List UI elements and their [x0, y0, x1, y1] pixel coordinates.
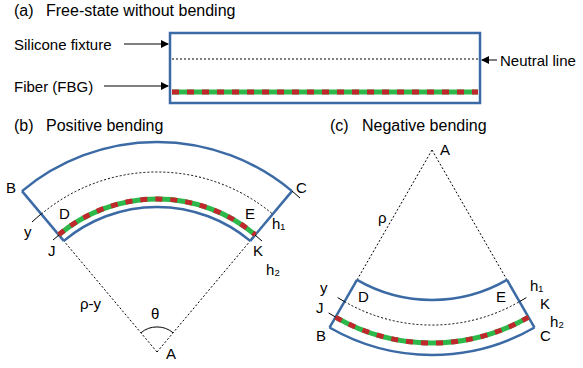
leader-arrow: [124, 44, 168, 45]
dimension-label: h₂: [266, 262, 280, 277]
part-label: Silicone fixture: [14, 37, 112, 52]
point-label: A: [440, 142, 450, 157]
point-label: D: [358, 289, 369, 304]
dimension-tick: [53, 235, 59, 240]
dimension-label: y: [320, 280, 328, 295]
point-label: B: [6, 180, 16, 195]
fbg-grating: [172, 90, 478, 95]
part-label: Fiber (FBG): [14, 79, 93, 94]
point-label: J: [48, 243, 56, 258]
angle-arc: [141, 327, 173, 333]
part-label: Neutral line: [500, 53, 576, 68]
fiber: [172, 90, 478, 95]
dimension-label: h₁: [272, 216, 285, 231]
dimension-tick: [329, 313, 336, 317]
dimension-tick: [520, 298, 527, 302]
leader-arrow: [482, 60, 497, 61]
panel-title: Positive bending: [46, 118, 163, 134]
angle-label: θ: [151, 306, 159, 321]
dimension-label: ρ: [378, 210, 387, 225]
dimension-label: h₂: [550, 314, 564, 329]
dimension-label: y: [24, 224, 32, 239]
point-label: K: [540, 296, 550, 311]
neutral-line: [41, 172, 272, 214]
fiber: [336, 317, 529, 343]
point-label: E: [496, 289, 506, 304]
panel-tag: (b): [14, 118, 34, 134]
dimension-tick: [255, 235, 262, 241]
fixture-inner-edge: [357, 280, 507, 300]
panel-title: Free-state without bending: [46, 3, 235, 19]
dimension-label: ρ-y: [80, 296, 101, 311]
radius-line: [357, 150, 432, 280]
fiber: [59, 199, 256, 235]
point-label: C: [540, 328, 551, 343]
neutral-line: [172, 59, 478, 60]
panel-title: Negative bending: [362, 118, 487, 134]
fbg-grating: [336, 317, 529, 343]
silicone-fixture: [170, 33, 480, 103]
leader-arrow: [104, 86, 168, 87]
radius-line: [157, 241, 250, 352]
panel-tag: (a): [14, 3, 34, 19]
point-label: A: [166, 346, 176, 361]
point-label: D: [59, 206, 70, 221]
point-label: J: [316, 300, 324, 315]
radius-line: [432, 150, 507, 280]
dimension-tick: [32, 214, 41, 222]
point-label: B: [316, 328, 326, 343]
fbg-grating: [59, 199, 256, 235]
fixture-outer-edge: [22, 142, 292, 191]
fixture-side: [22, 191, 64, 241]
fixture-side: [250, 191, 292, 241]
point-label: E: [245, 206, 255, 221]
radius-line: [64, 241, 157, 352]
neutral-line: [345, 302, 520, 325]
dimension-tick: [338, 298, 345, 302]
point-label: C: [296, 180, 307, 195]
point-label: K: [253, 243, 263, 258]
panel-tag: (c): [330, 118, 349, 134]
dimension-label: h₁: [530, 278, 543, 293]
